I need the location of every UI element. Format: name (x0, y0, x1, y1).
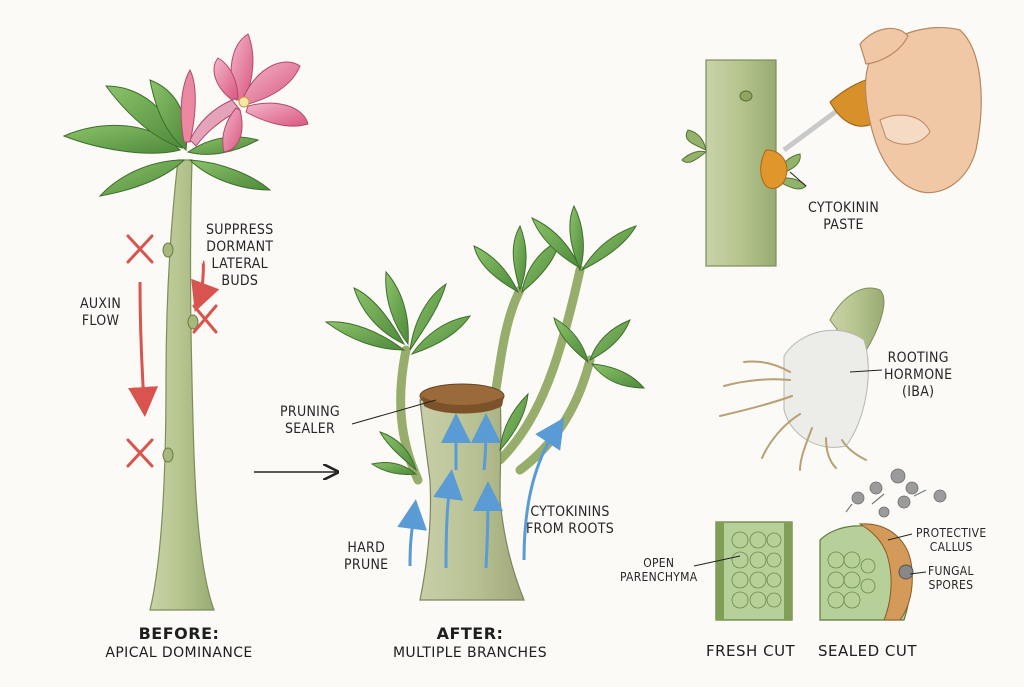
callus-layer (858, 523, 913, 621)
cytokinin-paste-label: CYTOKININ PASTE (808, 200, 880, 233)
before-caption-title: BEFORE: (138, 624, 220, 643)
before-caption: BEFORE: APICAL DOMINANCE (96, 624, 262, 662)
hormone-powder (783, 329, 869, 448)
fresh-cut-section (715, 521, 793, 621)
cut-panel (693, 468, 947, 621)
fresh-cut-caption: FRESH CUT (706, 642, 796, 660)
after-caption-sub: MULTIPLE BRANCHES (392, 645, 548, 661)
sealed-cut-caption: SEALED CUT (818, 642, 918, 660)
before-plant (62, 33, 309, 611)
before-flower (180, 33, 309, 153)
paste-blob (760, 149, 788, 189)
after-leaves (324, 204, 646, 475)
before-buds (162, 242, 199, 463)
auxin-flow-label: AUXIN FLOW (80, 296, 122, 329)
paste-panel (681, 26, 982, 267)
before-stem (149, 159, 215, 611)
rooting-hormone-label: ROOTING HORMONE (IBA) (884, 350, 953, 400)
spores (851, 468, 947, 518)
after-caption-title: AFTER: (436, 624, 504, 643)
protective-callus-label: PROTECTIVE CALLUS (916, 526, 987, 554)
before-caption-sub: APICAL DOMINANCE (105, 645, 253, 661)
hard-prune-label: HARD PRUNE (344, 540, 389, 573)
after-caption: AFTER: MULTIPLE BRANCHES (382, 624, 558, 662)
suppress-label: SUPPRESS DORMANT LATERAL BUDS (206, 222, 274, 289)
rooting-panel (719, 287, 885, 471)
auxin-arrows (128, 260, 220, 417)
open-parenchyma-label: OPEN PARENCHYMA (620, 556, 698, 584)
cytokinins-roots-label: CYTOKININS FROM ROOTS (526, 504, 615, 537)
pruning-sealer-label: PRUNING SEALER (280, 404, 340, 437)
before-leaves (62, 79, 272, 197)
cytokinin-arrows (397, 413, 565, 569)
fungal-spores-label: FUNGAL SPORES (928, 564, 974, 592)
after-plant (324, 204, 646, 601)
hand (864, 26, 982, 194)
roots (719, 360, 867, 471)
